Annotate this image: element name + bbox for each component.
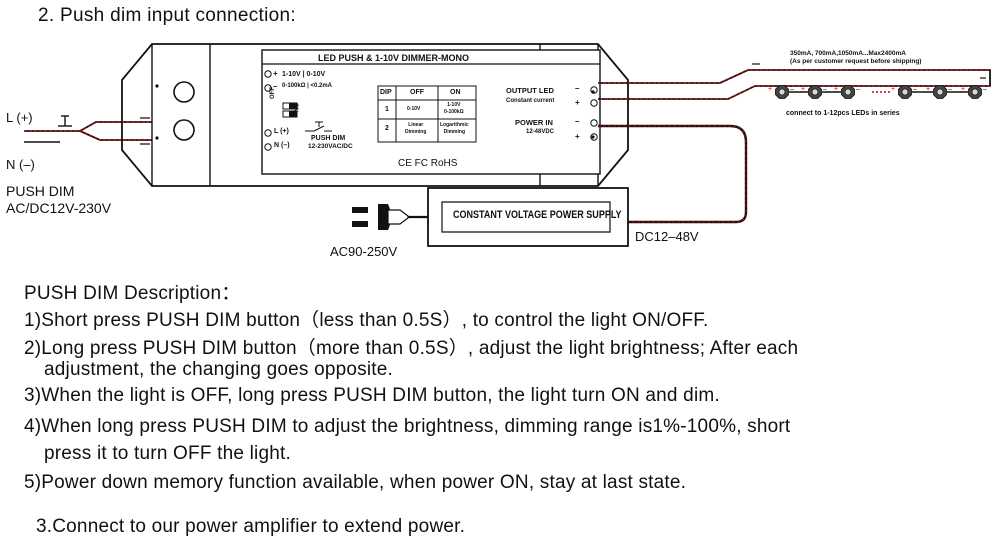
output-led-label: OUTPUT LED	[506, 86, 554, 95]
description-item-2-cont: adjustment, the changing goes opposite.	[44, 359, 393, 380]
led-minus-mark: –	[913, 86, 917, 93]
dip-switch-icon	[282, 102, 298, 118]
input-l-label: L (+)	[6, 110, 33, 125]
power-supply-box	[427, 187, 629, 247]
dip-row-2-off: Linear Dimming	[405, 122, 427, 135]
led-plus-mark: +	[801, 86, 805, 93]
dc-power-wires	[598, 124, 748, 224]
led-plus-mark: +	[926, 86, 930, 93]
led-string: +–+–+–+–+–+–	[768, 85, 987, 99]
dip-header-dip: DIP	[380, 89, 392, 96]
description-item-4-cont: press it to turn OFF the light.	[44, 443, 291, 464]
led-chip-icon	[898, 85, 912, 99]
left-upper-screw-hole	[173, 81, 195, 103]
led-plus-mark: +	[891, 86, 895, 93]
description-item-5: 5)Power down memory function available, …	[24, 472, 687, 493]
led-string-footer: connect to 1-12pcs LEDs in series	[786, 110, 900, 117]
description-item-1: 1)Short press PUSH DIM button（less than …	[24, 310, 709, 331]
dim-input-resistance: 0-100kΩ | <0.2mA	[282, 83, 333, 89]
led-minus-mark: –	[790, 86, 794, 93]
left-lower-screw-hole	[173, 119, 195, 141]
power-supply-label: CONSTANT VOLTAGE POWER SUPPLY	[453, 209, 622, 221]
push-switch-symbol	[305, 121, 332, 132]
power-plus: +	[575, 132, 580, 141]
wiring-diagram: +–+–+–+–+–+–	[24, 43, 991, 247]
push-dim-label: PUSH DIM	[311, 135, 346, 142]
push-dim-range: 12-230VAC/DC	[308, 143, 353, 150]
led-chip-icon	[841, 85, 855, 99]
switch-on-label: ON	[292, 103, 298, 112]
dc-range-label: DC12–48V	[635, 229, 699, 244]
description-title: PUSH DIM Description：	[24, 283, 241, 304]
section-3-title: 3.Connect to our power amplifier to exte…	[36, 516, 466, 537]
led-minus-mark: –	[983, 86, 987, 93]
description-item-3: 3)When the light is OFF, long press PUSH…	[24, 385, 720, 406]
led-plus-mark: +	[768, 86, 772, 93]
output-plus: +	[575, 98, 580, 107]
external-push-button-icon	[58, 115, 72, 127]
right-terminals	[590, 86, 598, 141]
dim-input-range: 1-10V | 0-10V	[282, 71, 326, 78]
left-terminals	[264, 70, 272, 151]
push-dim-voltage: AC/DC12V-230V	[6, 200, 112, 216]
dip-row-1-off: 0-10V	[407, 106, 421, 112]
dim-input-minus: –	[273, 82, 278, 91]
led-minus-mark: –	[823, 86, 827, 93]
dip-header-off: OFF	[410, 89, 424, 96]
push-l-label: L (+)	[274, 128, 289, 135]
edge-screws	[155, 84, 595, 140]
power-in-range: 12-48VDC	[526, 129, 555, 135]
dip-row-2-on: Logarithmic Dimming	[440, 122, 469, 135]
led-minus-mark: –	[856, 86, 860, 93]
led-plus-mark: +	[961, 86, 965, 93]
ac-range-label: AC90-250V	[330, 244, 398, 259]
controller-title: LED PUSH & 1-10V DIMMER-MONO	[318, 53, 470, 63]
led-output-wires	[598, 69, 991, 100]
push-n-label: N (–)	[274, 142, 290, 149]
power-in-label: POWER IN	[515, 118, 553, 127]
led-minus-mark: –	[948, 86, 952, 93]
switch-off-label: OFF	[270, 87, 276, 99]
led-current-note-2: (As per customer request before shipping…	[790, 58, 922, 65]
dim-input-plus: +	[273, 69, 278, 78]
section-2-title: 2. Push dim input connection:	[38, 5, 296, 26]
led-chip-icon	[808, 85, 822, 99]
led-plus-mark: +	[834, 86, 838, 93]
cert-marks: CE FC RoHS	[398, 158, 458, 169]
dip-table-grid	[377, 85, 477, 143]
dip-row-1-num: 1	[385, 106, 389, 113]
ac-plug-icon	[352, 204, 428, 230]
led-chip-icon	[968, 85, 982, 99]
led-chip-icon	[775, 85, 789, 99]
controller-label-panel	[261, 49, 601, 175]
constant-current-label: Constant current	[506, 98, 555, 104]
push-dim-title: PUSH DIM	[6, 183, 75, 199]
led-chip-icon	[933, 85, 947, 99]
dip-header-on: ON	[450, 89, 461, 96]
description-item-4: 4)When long press PUSH DIM to adjust the…	[24, 416, 791, 437]
dip-row-2-num: 2	[385, 125, 389, 132]
description-item-2: 2)Long press PUSH DIM button（more than 0…	[24, 338, 799, 359]
power-minus: –	[575, 117, 580, 126]
input-wires	[24, 117, 152, 145]
output-minus: –	[575, 84, 580, 93]
dip-row-1-on: 1-10V 0-100kΩ	[444, 102, 464, 115]
input-n-label: N (–)	[6, 157, 35, 172]
led-current-note: 350mA, 700mA,1050mA...Max2400mA	[790, 50, 906, 57]
